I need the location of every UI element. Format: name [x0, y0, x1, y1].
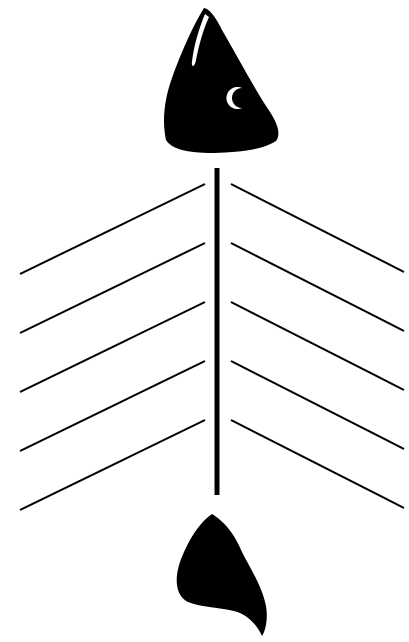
bones-right — [231, 184, 404, 508]
bone-left-4 — [20, 361, 205, 451]
fish-head — [164, 8, 278, 153]
bone-left-3 — [20, 302, 205, 392]
bone-left-1 — [20, 184, 205, 274]
bone-left-2 — [20, 243, 205, 333]
bone-left-5 — [20, 420, 205, 510]
bone-right-2 — [231, 243, 404, 331]
fish-tail — [177, 514, 267, 636]
bones-left — [20, 184, 205, 510]
bone-right-1 — [231, 184, 404, 272]
bone-right-5 — [231, 420, 404, 508]
bone-right-3 — [231, 302, 404, 390]
head-shape — [164, 8, 278, 153]
bone-right-4 — [231, 361, 404, 449]
